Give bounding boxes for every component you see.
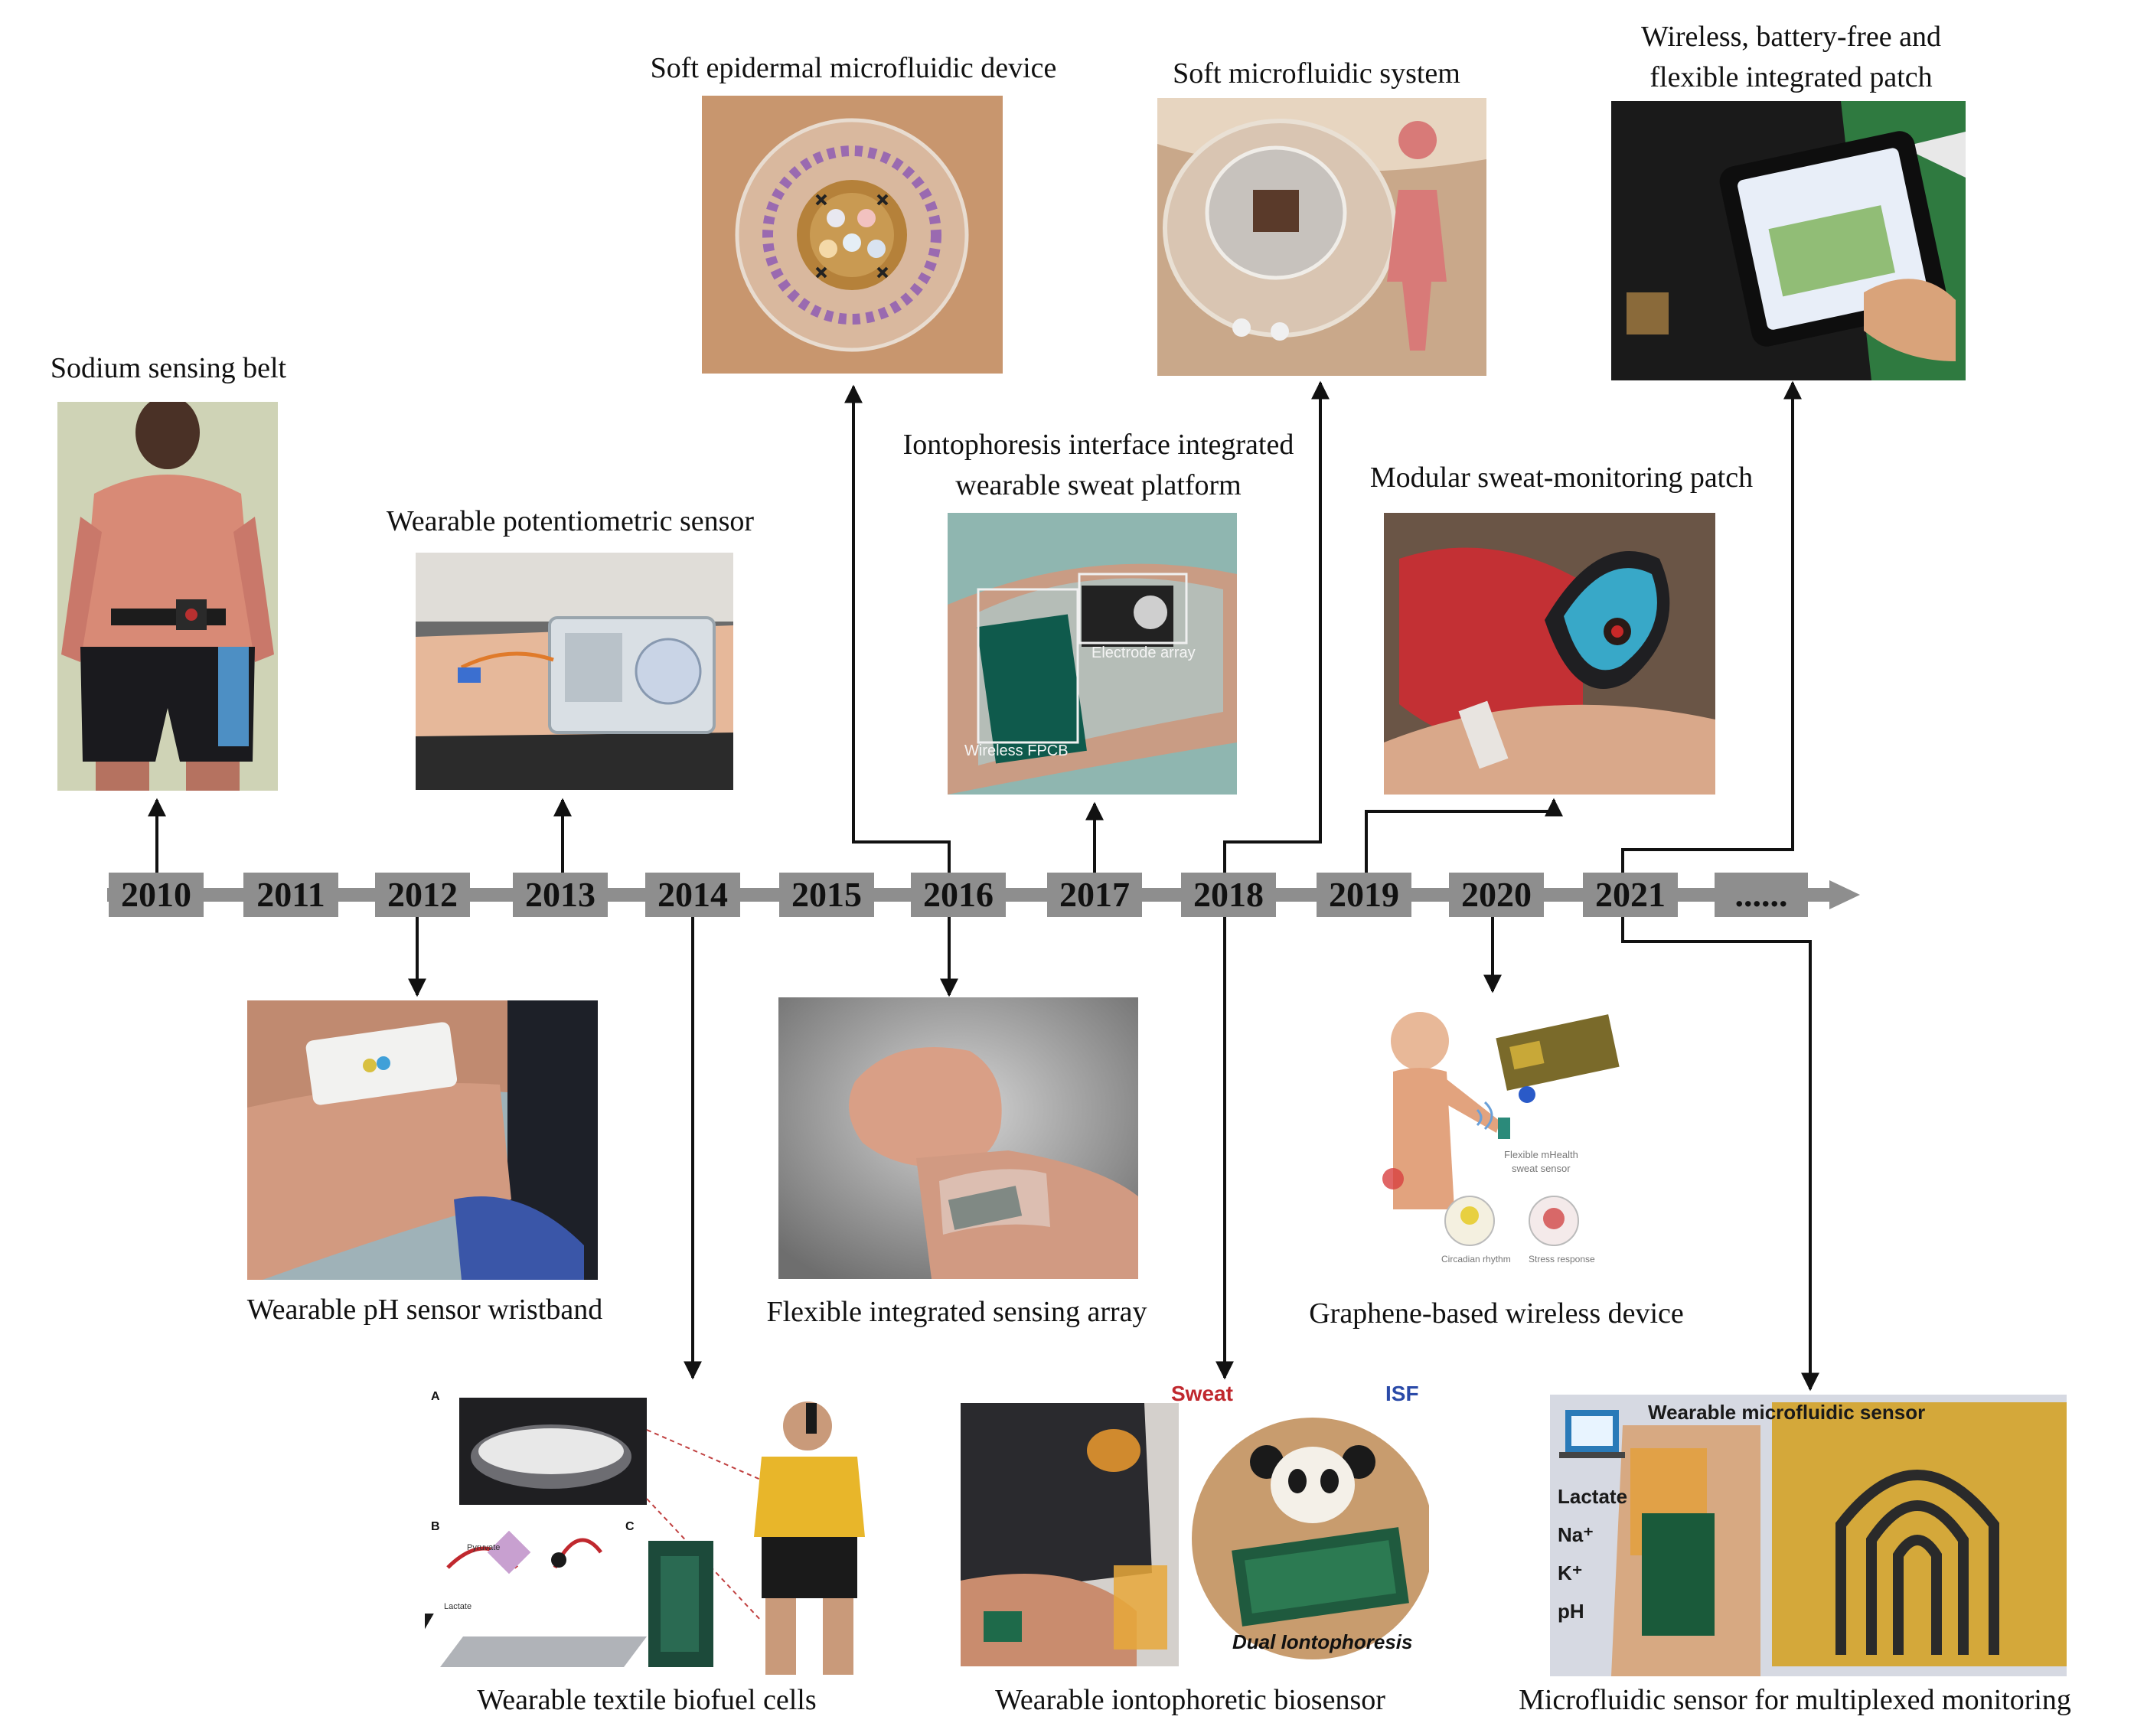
year-2019: 2019: [1317, 873, 1411, 917]
photo-modular-patch: [1384, 513, 1715, 795]
year-2021: 2021: [1583, 873, 1678, 917]
label-analyte-na: Na⁺: [1558, 1523, 1594, 1546]
label-panel-b: B: [431, 1520, 440, 1533]
photo-multiplexed-sensor: Wearable microfluidic sensor Lactate Na⁺…: [1550, 1395, 2067, 1676]
photo-wireless-patch: [1611, 101, 1966, 380]
caption-iontophoretic-biosensor: Wearable iontophoretic biosensor: [995, 1684, 1385, 1716]
label-analyte-k: K⁺: [1558, 1561, 1583, 1584]
caption-ph-wristband: Wearable pH sensor wristband: [246, 1294, 603, 1326]
caption-modular-patch: Modular sweat-monitoring patch: [1369, 462, 1754, 494]
label-analyte-ph: pH: [1558, 1600, 1584, 1623]
photo-sodium-belt: [57, 402, 278, 791]
photo-ph-wristband: [247, 1000, 598, 1280]
caption-iontophoresis-2: wearable sweat platform: [955, 469, 1242, 501]
label-lactate-small: Lactate: [444, 1602, 472, 1611]
connector-2018-soft-microfluidic: [1223, 380, 1330, 873]
connector-2019-modular-patch: [1365, 798, 1563, 873]
year-ellipsis: ......: [1715, 873, 1808, 917]
caption-potentiometric: Wearable potentiometric sensor: [386, 505, 755, 537]
caption-soft-microfluidic: Soft microfluidic system: [1173, 57, 1460, 90]
year-2017: 2017: [1047, 873, 1142, 917]
caption-sodium-belt: Sodium sensing belt: [50, 352, 287, 384]
year-2015: 2015: [779, 873, 874, 917]
caption-wireless-patch-2: flexible integrated patch: [1649, 61, 1933, 93]
photo-iontophoretic-biosensor: Sweat ISF Dual Iontophoresis: [961, 1382, 1429, 1666]
photo-sensing-array: [778, 997, 1138, 1279]
year-2020: 2020: [1449, 873, 1544, 917]
label-panel-c: C: [625, 1520, 635, 1533]
caption-graphene-device: Graphene-based wireless device: [1309, 1297, 1684, 1330]
label-analyte-lactate: Lactate: [1558, 1485, 1628, 1508]
photo-iontophoresis-platform: Electrode array Wireless FPCB: [948, 513, 1237, 795]
year-2018: 2018: [1181, 873, 1276, 917]
photo-biofuel-cells: A B C Pyruvate Lactate: [425, 1384, 876, 1682]
caption-epidermal: Soft epidermal microfluidic device: [650, 52, 1057, 84]
caption-biofuel-cells: Wearable textile biofuel cells: [477, 1684, 817, 1716]
label-electrode-array: Electrode array: [1091, 644, 1196, 661]
label-pyruvate: Pyruvate: [467, 1543, 501, 1552]
caption-iontophoresis-1: Iontophoresis interface integrated: [902, 429, 1294, 461]
year-2012: 2012: [375, 873, 470, 917]
label-stress: Stress response: [1529, 1254, 1595, 1264]
year-2010: 2010: [109, 873, 204, 917]
photo-soft-microfluidic: [1157, 98, 1486, 376]
label-wireless-fpcb: Wireless FPCB: [964, 742, 1069, 759]
label-circadian: Circadian rhythm: [1441, 1254, 1511, 1264]
connector-2016-epidermal: [844, 384, 951, 873]
axis-arrowhead: [1829, 880, 1860, 909]
caption-sensing-array: Flexible integrated sensing array: [766, 1296, 1147, 1328]
label-dual-iontophoresis: Dual Iontophoresis: [1232, 1630, 1413, 1653]
label-flexible-mhealth-2: sweat sensor: [1512, 1163, 1571, 1174]
connector-2021-multiplexed: [1621, 917, 1819, 1392]
photo-graphene-device: Flexible mHealth sweat sensor Circadian …: [1320, 995, 1630, 1282]
caption-multiplexed-sensor: Microfluidic sensor for multiplexed moni…: [1519, 1684, 2071, 1716]
photo-epidermal: [702, 96, 1003, 374]
caption-wireless-patch-1: Wireless, battery-free and: [1641, 21, 1941, 53]
label-panel-a: A: [431, 1390, 440, 1403]
photo-potentiometric: [416, 553, 733, 790]
year-2016: 2016: [911, 873, 1006, 917]
label-isf: ISF: [1385, 1382, 1419, 1405]
label-sweat: Sweat: [1171, 1382, 1233, 1405]
year-2013: 2013: [513, 873, 608, 917]
year-2014: 2014: [645, 873, 740, 917]
connector-2021-wireless-patch: [1621, 380, 1802, 873]
label-wearable-microfluidic-sensor: Wearable microfluidic sensor: [1648, 1401, 1926, 1424]
label-flexible-mhealth-1: Flexible mHealth: [1504, 1149, 1578, 1160]
year-2011: 2011: [243, 873, 338, 917]
